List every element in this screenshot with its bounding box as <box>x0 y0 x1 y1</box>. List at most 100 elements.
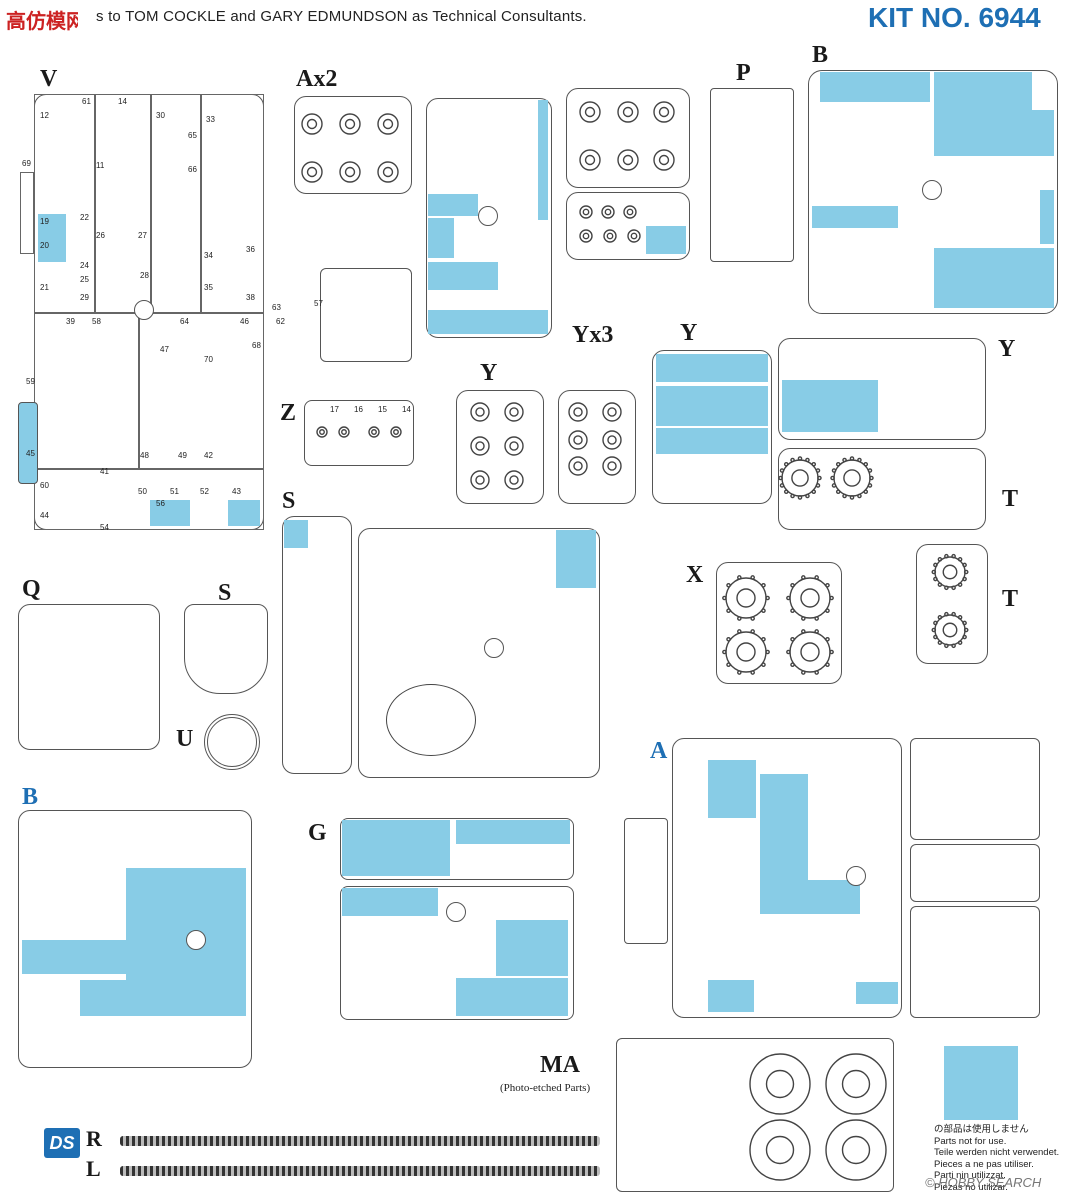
kit-number: KIT NO. 6944 <box>868 2 1041 33</box>
sprocket-tooth <box>944 611 949 617</box>
sprocket-tooth <box>790 457 795 463</box>
sprue-v-cell <box>94 94 152 314</box>
road-wheel <box>825 1053 887 1115</box>
part-number: 49 <box>178 451 187 460</box>
sprue-b-unused-part <box>934 110 1054 156</box>
part-number: 12 <box>40 111 49 120</box>
sprocket-tooth <box>790 493 795 499</box>
road-wheel-hub <box>344 118 356 130</box>
sprue-v-side-part-70 <box>18 402 38 484</box>
sprue-v-cell <box>200 94 264 314</box>
sprocket-tooth <box>750 616 755 621</box>
sprue-s1-unused-part <box>284 520 308 548</box>
road-wheel-hub <box>573 407 583 417</box>
sprue-y3-unused-part <box>782 380 878 432</box>
unused-parts-legend-text: の部品は使用しません Parts not for use. Teile werd… <box>934 1124 1059 1193</box>
sprue-center-unused-part <box>428 310 548 334</box>
sprocket-tooth <box>737 616 742 621</box>
sprocket-tooth <box>790 608 795 613</box>
road-wheel <box>617 149 639 171</box>
sprocket-tooth <box>937 557 943 562</box>
sprocket-tooth <box>869 475 874 481</box>
part-number: 11 <box>96 161 105 170</box>
sprocket-tooth <box>765 595 770 601</box>
part-number: 44 <box>40 511 49 520</box>
sprocket-tooth <box>722 595 727 601</box>
part-number: 66 <box>188 165 197 174</box>
sprue-a-unused-part <box>708 760 756 818</box>
road-wheel-hub <box>475 441 485 451</box>
part-number: 52 <box>200 487 209 496</box>
road-wheel <box>504 436 524 456</box>
sprocket-tooth <box>726 583 731 588</box>
part-number: 51 <box>170 487 179 496</box>
part-number: 25 <box>80 275 89 284</box>
sprue-v-unused-part <box>38 214 66 262</box>
sprue-label-z: Z <box>280 400 297 426</box>
sprocket-tooth <box>765 649 770 655</box>
road-wheel <box>579 205 593 219</box>
sprue-gate <box>186 930 206 950</box>
sprocket-tooth <box>814 670 819 675</box>
sprocket-tooth <box>811 489 817 495</box>
part-number: 69 <box>22 159 31 168</box>
part-number: 50 <box>138 487 147 496</box>
legend-line: Pieces a ne pas utiliser. <box>934 1158 1034 1170</box>
track-l <box>120 1166 600 1176</box>
road-wheel-hub <box>475 475 485 485</box>
sprue-label-ax2: Ax2 <box>296 66 338 92</box>
sprue-gate <box>478 206 498 226</box>
sprocket-tooth <box>761 637 766 642</box>
road-wheel <box>316 426 328 438</box>
road-wheel-hub <box>942 622 958 638</box>
sprue-b-unused-part <box>820 72 930 102</box>
part-number: 58 <box>92 317 101 326</box>
sprue-label-p: P <box>736 60 751 86</box>
sprue-a-panel-62 <box>910 738 1040 840</box>
part-number: 65 <box>188 131 197 140</box>
sprue-label-y1: Y <box>480 360 498 386</box>
legend-line: Piezas no utilizar. <box>934 1181 1008 1193</box>
road-wheel <box>725 631 767 673</box>
sprocket-tooth <box>831 468 837 473</box>
sprue-x-frame <box>716 562 842 684</box>
sprocket-tooth <box>814 575 819 580</box>
sprocket-tooth <box>790 662 795 667</box>
sprue-label-v: V <box>40 66 58 92</box>
sprue-v-unused-part <box>228 500 260 526</box>
road-wheel-hub <box>306 118 318 130</box>
sprue-label-s2: S <box>218 580 232 606</box>
sprocket-tooth <box>825 662 830 667</box>
sprue-label-s1: S <box>282 488 296 514</box>
ds-logo: DS <box>44 1128 80 1158</box>
road-wheel-hub <box>658 154 670 166</box>
road-wheel <box>749 1053 811 1115</box>
sprocket-tooth <box>944 643 949 649</box>
sprue-wheels-frame <box>566 88 690 188</box>
sprocket-tooth <box>801 629 806 634</box>
sprue-gate <box>846 866 866 886</box>
sprue-a-side-part-64 <box>624 818 668 944</box>
road-wheel-hub <box>765 1135 795 1165</box>
sprocket-tooth <box>761 662 766 667</box>
sprue-gate <box>134 300 154 320</box>
track-r <box>120 1136 600 1146</box>
part-number: 43 <box>232 487 241 496</box>
road-wheel-hub <box>843 469 861 487</box>
sprue-label-a: A <box>650 738 668 764</box>
sprocket-tooth <box>963 627 969 633</box>
sprue-b-unused-part <box>812 206 898 228</box>
track-label-r: R <box>86 1126 102 1151</box>
sprue-center-unused-part <box>428 218 454 258</box>
sprocket-tooth <box>835 489 841 495</box>
sprocket-tooth <box>863 461 869 467</box>
sprue-g-unused-part <box>456 820 570 844</box>
sprue-label-b-bottom: B <box>22 784 39 810</box>
road-wheel <box>725 577 767 619</box>
sprocket-tooth <box>944 585 949 591</box>
sprue-v-cell <box>150 94 202 314</box>
sprue-t1-frame <box>778 448 986 530</box>
sprue-label-y3: Y <box>998 336 1016 362</box>
sprue-label-q: Q <box>22 576 41 602</box>
sprue-ax2-hatch-frame <box>320 268 412 362</box>
